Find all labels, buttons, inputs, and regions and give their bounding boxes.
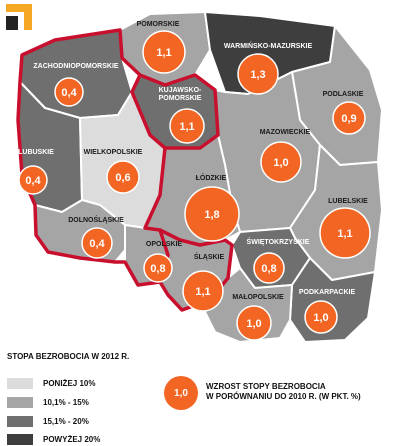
value-bubble-lubuskie bbox=[18, 165, 48, 195]
value-bubble-pomorskie bbox=[142, 30, 186, 74]
region-label-dolnoslaskie: DOLNOŚLĄSKIE bbox=[68, 215, 124, 224]
value-label-pomorskie: 1,1 bbox=[156, 47, 171, 59]
region-label-pomorskie: POMORSKIE bbox=[137, 21, 180, 28]
value-bubble-zachodniopomorskie bbox=[54, 77, 84, 107]
value-label-lubelskie: 1,1 bbox=[337, 228, 352, 240]
region-label-lubelskie: LUBELSKIE bbox=[328, 198, 368, 205]
legend-label: 15,1% - 20% bbox=[43, 417, 89, 426]
region-label-wielkopolskie: WIELKOPOLSKIE bbox=[84, 149, 143, 156]
value-label-zachodniopomorskie: 0,4 bbox=[61, 87, 77, 99]
value-label-kujawsko-pomorskie: 1,1 bbox=[179, 121, 194, 133]
value-bubble-warminsko-mazurskie bbox=[237, 53, 279, 95]
value-label-slaskie: 1,1 bbox=[195, 286, 210, 298]
highlight-border-kujawsko bbox=[139, 73, 220, 150]
value-label-podlaskie: 0,9 bbox=[341, 113, 356, 125]
legend-bubble: 1,0 bbox=[164, 376, 198, 410]
region-label-mazowieckie: MAZOWIECKIE bbox=[260, 129, 311, 136]
value-bubble-slaskie bbox=[182, 270, 224, 312]
value-bubble-malopolskie bbox=[236, 305, 272, 341]
legend-swatch bbox=[7, 378, 33, 389]
region-label-warminsko-mazurskie: WARMIŃSKO-MAZURSKIE bbox=[224, 41, 313, 50]
value-bubble-lubelskie bbox=[319, 207, 371, 259]
legend-swatch bbox=[7, 434, 33, 445]
region-label-podkarpackie: PODKARPACKIE bbox=[299, 289, 356, 296]
legend-title: STOPA BEZROBOCIA W 2012 R. bbox=[7, 352, 130, 361]
region-label-kujawsko-pomorskie: KUJAWSKO-POMORSKIE bbox=[159, 87, 202, 102]
value-bubble-swietokrzyskie bbox=[253, 252, 285, 284]
value-bubble-opolskie bbox=[143, 253, 173, 283]
value-label-wielkopolskie: 0,6 bbox=[115, 172, 130, 184]
legend-label: POWYŻEJ 20% bbox=[43, 435, 101, 444]
value-bubble-lodzkie bbox=[184, 186, 240, 242]
highlight-border-slaskie bbox=[158, 228, 234, 312]
value-label-mazowieckie: 1,0 bbox=[273, 157, 288, 169]
legend-item-below-10: PONIŻEJ 10% bbox=[7, 377, 95, 390]
legend-label: PONIŻEJ 10% bbox=[43, 379, 96, 388]
poland-map: POMORSKIE WARMIŃSKO-MAZURSKIE ZACHODNIOPOM… bbox=[16, 11, 383, 343]
value-bubble-kujawsko-pomorskie bbox=[169, 108, 205, 144]
region-label-podlaskie: PODLASKIE bbox=[323, 91, 364, 98]
value-bubble-podlaskie bbox=[332, 101, 366, 135]
legend-swatch bbox=[7, 397, 33, 408]
legend: STOPA BEZROBOCIA W 2012 R. PONIŻEJ 10% 1… bbox=[0, 344, 398, 445]
legend-bubble-description: WZROST STOPY BEZROBOCIA W PORÓWNANIU DO … bbox=[206, 382, 396, 402]
legend-swatch bbox=[7, 416, 33, 427]
legend-bubble-line-2: W PORÓWNANIU DO 2010 R. (W PKT. %) bbox=[206, 392, 361, 401]
region-label-malopolskie: MAŁOPOLSKIE bbox=[232, 294, 284, 301]
region-label-slaskie: ŚLĄSKIE bbox=[194, 252, 225, 261]
legend-label: 10,1% - 15% bbox=[43, 398, 89, 407]
value-label-podkarpackie: 1,0 bbox=[313, 312, 328, 324]
value-label-malopolskie: 1,0 bbox=[246, 318, 261, 330]
value-bubble-wielkopolskie bbox=[106, 160, 140, 194]
value-label-swietokrzyskie: 0,8 bbox=[261, 263, 276, 275]
region-label-swietokrzyskie: ŚWIĘTOKRZYSKIE bbox=[247, 237, 310, 246]
legend-item-15-20: 15,1% - 20% bbox=[7, 415, 89, 428]
value-label-lubuskie: 0,4 bbox=[25, 175, 41, 187]
legend-item-10-15: 10,1% - 15% bbox=[7, 396, 89, 409]
region-label-zachodniopomorskie: ZACHODNIOPOMORSKIE bbox=[33, 63, 119, 70]
value-bubble-mazowieckie bbox=[260, 141, 302, 183]
value-bubble-podkarpackie bbox=[304, 300, 338, 334]
region-label-lubuskie: LUBUSKIE bbox=[18, 149, 54, 156]
region-label-lodzkie: ŁÓDZKIE bbox=[196, 173, 227, 182]
value-label-dolnoslaskie: 0,4 bbox=[89, 238, 105, 250]
region-label-opolskie: OPOLSKIE bbox=[146, 241, 183, 248]
value-label-lodzkie: 1,8 bbox=[204, 209, 219, 221]
legend-item-above-20: POWYŻEJ 20% bbox=[7, 433, 100, 446]
value-label-warminsko-mazurskie: 1,3 bbox=[250, 69, 265, 81]
legend-bubble-line-1: WZROST STOPY BEZROBOCIA bbox=[206, 382, 326, 391]
logo-icon bbox=[6, 4, 32, 30]
value-label-opolskie: 0,8 bbox=[150, 263, 165, 275]
value-bubble-dolnoslaskie bbox=[81, 227, 113, 259]
